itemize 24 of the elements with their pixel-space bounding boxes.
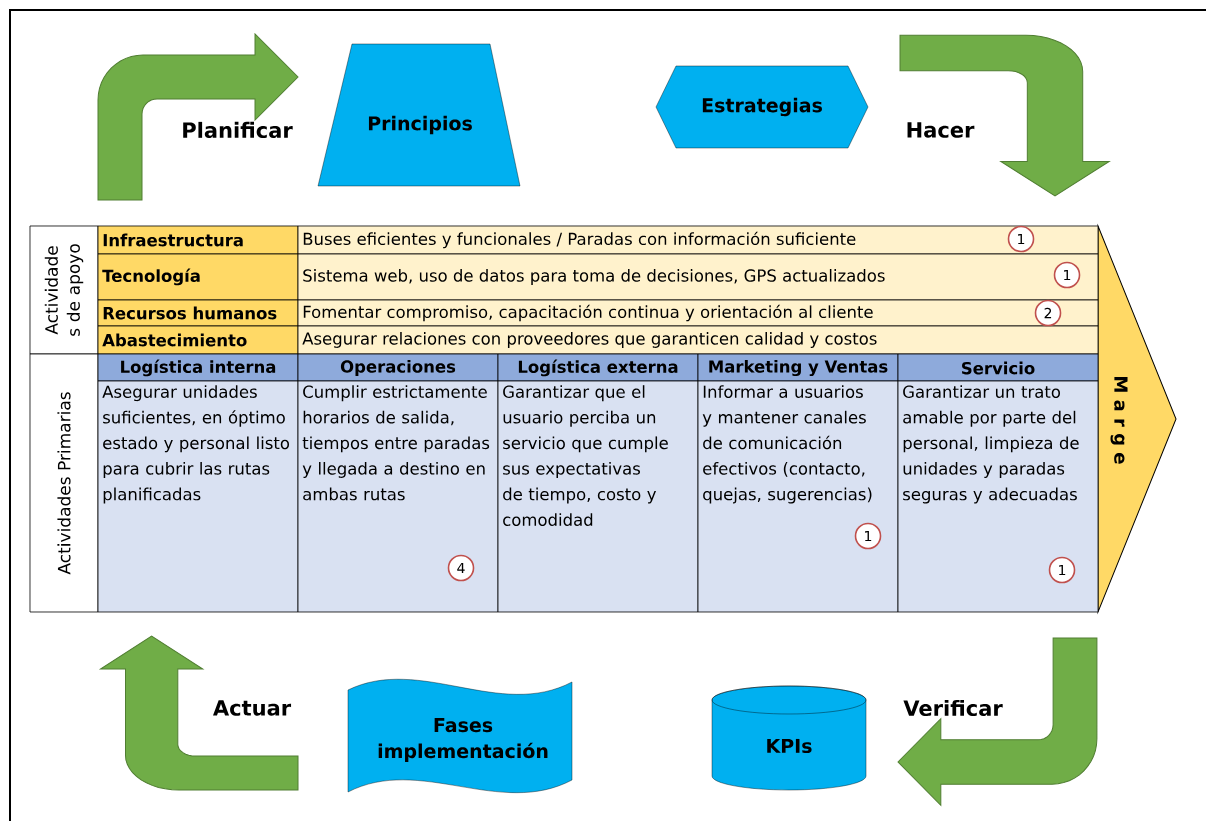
callout-number: 4 <box>447 554 475 582</box>
table-cell: Recursos humanos <box>97 299 299 327</box>
step-label: Actuar <box>213 700 292 716</box>
callout-number: 1 <box>1048 556 1076 584</box>
bent-arrow <box>897 637 1098 806</box>
step-label: Hacer <box>907 122 975 138</box>
table-cell: Abastecimiento <box>97 325 299 355</box>
table-cell: Garantizar que el usuario perciba un servicio que cumple sus expectativas de tiempo, costo y comodidad <box>497 380 699 613</box>
column-header: Logística interna <box>97 353 299 382</box>
callout-number: 1 <box>1053 261 1081 289</box>
column-header: Marketing y Ventas <box>697 353 899 382</box>
table-cell: Asegurar relaciones con proveedores que garanticen calidad y costos <box>297 325 1099 355</box>
column-header: Servicio <box>897 353 1099 382</box>
row-group-header: Actividade s de apoyo <box>29 225 99 355</box>
column-header: Logística externa <box>497 353 699 382</box>
callout-number: 2 <box>1034 299 1062 327</box>
callout-number: 1 <box>854 522 882 550</box>
table-cell: Asegurar unidades suficientes, en óptimo estado y personal listo para cubrir las rutas planificadas <box>97 380 299 613</box>
column-header: Operaciones <box>297 353 499 382</box>
step-label: Verificar <box>903 699 1003 717</box>
table-cell: Tecnología <box>97 253 299 301</box>
callout-number: 1 <box>1007 225 1035 253</box>
table-cell: Infraestructura <box>97 225 299 255</box>
step-label: Planificar <box>183 121 293 139</box>
